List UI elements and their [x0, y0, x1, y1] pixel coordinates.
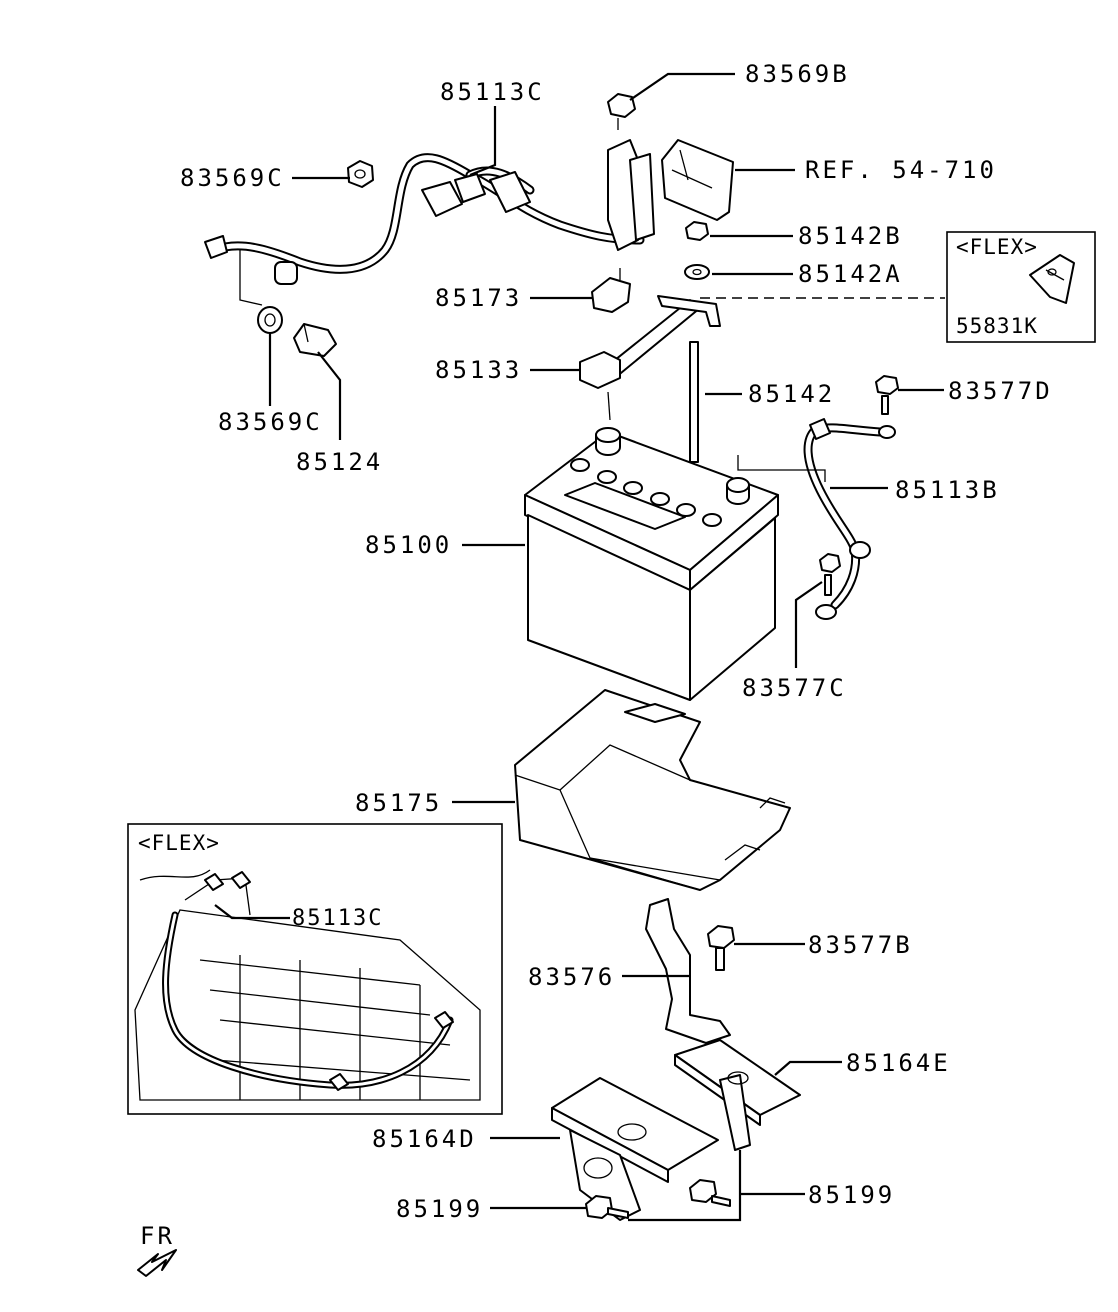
bolt-85142b — [685, 221, 709, 241]
washer-85142a — [684, 264, 710, 280]
ref-54-710-part — [661, 139, 734, 221]
label-83577b: 83577B — [808, 931, 913, 959]
battery-tray-85175 — [514, 689, 791, 891]
grommet-83569c-bottom — [257, 306, 283, 334]
label-ref-54-710: REF. 54-710 — [805, 156, 997, 184]
label-85100: 85100 — [365, 531, 452, 559]
label-85113c: 85113C — [440, 78, 545, 106]
label-83569c-top: 83569C — [180, 164, 285, 192]
ground-cable-85113b — [737, 418, 896, 620]
label-85113b: 85113B — [895, 476, 1000, 504]
label-85133: 85133 — [435, 356, 522, 384]
nut-83569c-top — [347, 160, 374, 188]
front-arrow-icon — [137, 1249, 177, 1277]
nut-83569b — [607, 93, 636, 130]
flex-inset-left: <FLEX> 85113C — [127, 823, 503, 1115]
label-85142: 85142 — [748, 380, 835, 408]
hold-down-bar-85133 — [579, 295, 721, 421]
label-85142a: 85142A — [798, 260, 903, 288]
battery-terminal-negative — [726, 477, 750, 505]
wire-harness-85113c — [204, 153, 645, 285]
label-85175: 85175 — [355, 789, 442, 817]
bracket-85164d — [551, 1077, 719, 1221]
flex-part-left: 85113C — [292, 906, 383, 931]
battery-caps — [570, 458, 722, 527]
clip-85124 — [293, 323, 337, 357]
flex-tag-left: <FLEX> — [138, 831, 220, 855]
label-83569c-bottom: 83569C — [218, 408, 323, 436]
part-labels: 83569B 85113C 83569C REF. 54-710 85142B … — [180, 60, 1053, 1223]
bracket-85164e — [674, 1039, 801, 1151]
rod-85142 — [689, 341, 699, 463]
flex-inset-right: <FLEX> 55831K — [946, 231, 1096, 343]
front-direction-indicator: FR — [137, 1222, 177, 1277]
battery-terminal-positive — [595, 427, 621, 456]
label-83577d: 83577D — [948, 377, 1053, 405]
label-85124: 85124 — [296, 448, 383, 476]
label-85164d: 85164D — [372, 1125, 477, 1153]
battery-85100 — [524, 427, 779, 701]
flex-part-right: 55831K — [956, 314, 1038, 338]
label-83569b: 83569B — [745, 60, 850, 88]
engine-bay-sketch — [134, 869, 481, 1101]
bracket-83576 — [645, 898, 731, 1044]
bolt-83577b — [707, 925, 735, 971]
label-85164e: 85164E — [846, 1049, 951, 1077]
bolt-83577d — [875, 375, 899, 415]
label-85173: 85173 — [435, 284, 522, 312]
label-83577c: 83577C — [742, 674, 847, 702]
front-label: FR — [140, 1222, 175, 1250]
label-85142b: 85142B — [798, 222, 903, 250]
label-85199-right: 85199 — [808, 1181, 895, 1209]
bolt-85199-right — [689, 1179, 731, 1207]
label-83576: 83576 — [528, 963, 615, 991]
clamp-85173 — [591, 268, 631, 313]
bolt-83577c — [819, 553, 841, 596]
bolt-85199-left — [585, 1195, 629, 1219]
terminal-bracket — [607, 139, 655, 251]
bracket-55831k — [1029, 254, 1075, 304]
leader-lines — [268, 72, 945, 1222]
label-85199-left: 85199 — [396, 1195, 483, 1223]
flex-tag-right: <FLEX> — [956, 235, 1038, 259]
